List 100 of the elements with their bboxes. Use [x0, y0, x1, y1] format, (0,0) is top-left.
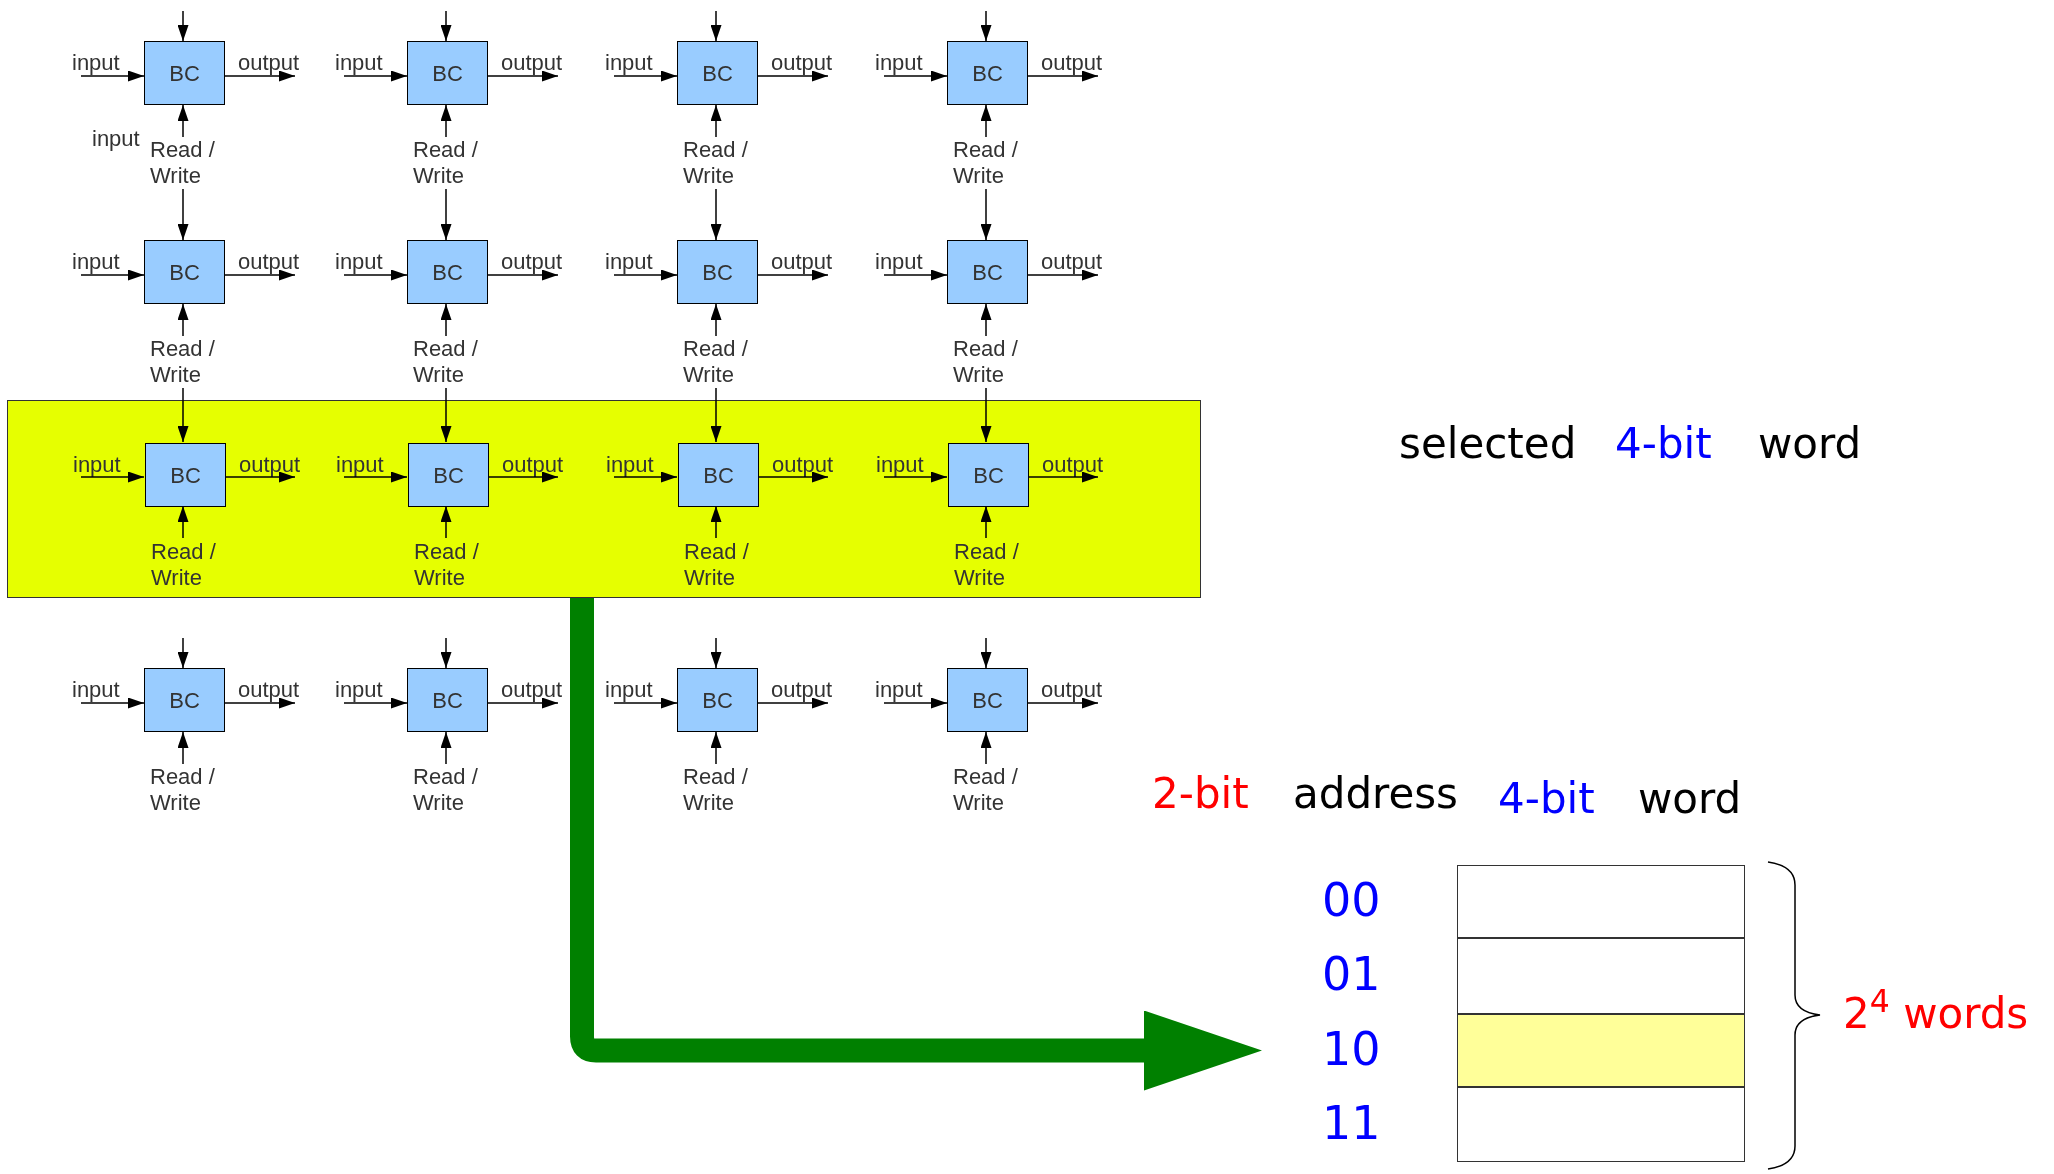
arrow [177, 104, 189, 138]
arrow [224, 471, 296, 483]
arrow [757, 70, 829, 82]
input-label: input [335, 678, 387, 703]
arrow [710, 637, 722, 669]
arrow [440, 104, 452, 138]
input-label: input [875, 250, 927, 275]
arrow [710, 188, 722, 241]
input-label: input [72, 51, 124, 76]
memory-word-cell [1457, 1014, 1745, 1087]
read-write-label: Read / Write [683, 137, 755, 189]
read-write-label: Read / Write [683, 764, 755, 816]
bit-cell-box: BC [407, 41, 488, 105]
arrow [757, 697, 829, 709]
input-label: input [336, 453, 388, 478]
output-label: output [771, 51, 835, 76]
memory-word-cell [1457, 1087, 1745, 1162]
heading-text: 4-bit [1498, 773, 1595, 825]
count-label: 2$^{4}$ words [1843, 982, 2029, 1040]
output-label: output [502, 453, 566, 478]
heading-text: word [1638, 773, 1742, 825]
heading-text: 2-bit [1152, 768, 1249, 820]
read-write-label: Read / Write [954, 539, 1026, 591]
output-label: output [771, 250, 835, 275]
input-label: input [72, 250, 124, 275]
output-label: output [1041, 250, 1105, 275]
output-label: output [238, 250, 302, 275]
output-label: output [501, 51, 565, 76]
bit-cell-box: BC [947, 41, 1028, 105]
output-label: output [1041, 678, 1105, 703]
arrow [980, 104, 992, 138]
read-write-label: Read / Write [150, 336, 222, 388]
arrow [710, 303, 722, 337]
arrow [487, 269, 559, 281]
arrow [757, 471, 829, 483]
arrow [710, 387, 722, 443]
read-write-label: Read / Write [414, 539, 486, 591]
arrow [177, 10, 189, 42]
arrow [177, 387, 189, 443]
arrow [177, 637, 189, 669]
bit-cell-box: BC [677, 41, 758, 105]
arrow [980, 10, 992, 42]
input-label: input [875, 678, 927, 703]
arrow [440, 637, 452, 669]
arrow [177, 303, 189, 337]
bit-cell-box: BC [144, 41, 225, 105]
arrow [440, 505, 452, 539]
bit-cell-box: BC [145, 443, 226, 507]
arrow [80, 471, 145, 483]
arrow [224, 70, 296, 82]
arrow [487, 70, 559, 82]
output-label: output [1041, 51, 1105, 76]
output-label: output [238, 678, 302, 703]
arrow [570, 598, 1262, 1091]
arrow [980, 303, 992, 337]
arrow [613, 70, 678, 82]
arrow [224, 269, 296, 281]
input-label: input [605, 250, 657, 275]
read-write-label: Read / Write [413, 336, 485, 388]
arrow [613, 471, 678, 483]
read-write-label: Read / Write [413, 764, 485, 816]
arrow [343, 70, 408, 82]
memory-word-cell [1457, 865, 1745, 938]
bit-cell-box: BC [677, 240, 758, 304]
input-label: input [876, 453, 928, 478]
address-label: 00 [1322, 874, 1381, 925]
read-write-label: Read / Write [953, 137, 1025, 189]
address-label: 10 [1322, 1023, 1381, 1074]
output-label: output [501, 250, 565, 275]
arrow [343, 269, 408, 281]
arrow [440, 303, 452, 337]
arrow [1027, 269, 1099, 281]
arrow [1027, 471, 1099, 483]
bit-cell-box: BC [948, 443, 1029, 507]
selected-row-band [7, 400, 1201, 598]
arrow [757, 269, 829, 281]
output-label: output [1042, 453, 1106, 478]
arrow [710, 505, 722, 539]
read-write-label: Read / Write [150, 764, 222, 816]
arrow [980, 731, 992, 765]
read-write-label: Read / Write [953, 336, 1025, 388]
arrow [177, 731, 189, 765]
read-write-label: Read / Write [151, 539, 223, 591]
arrow [1027, 70, 1099, 82]
arrow [177, 505, 189, 539]
output-label: output [239, 453, 303, 478]
read-write-label: Read / Write [150, 137, 222, 189]
arrow [980, 505, 992, 539]
arrow [177, 188, 189, 241]
arrow [343, 697, 408, 709]
input-label: input [72, 678, 124, 703]
arrow [980, 637, 992, 669]
arrow [710, 10, 722, 42]
memory-word-cell [1457, 938, 1745, 1014]
arrow [710, 104, 722, 138]
caption-text: selected [1399, 418, 1577, 470]
output-label: output [501, 678, 565, 703]
arrow [883, 697, 948, 709]
bit-cell-box: BC [407, 668, 488, 732]
arrow [613, 697, 678, 709]
